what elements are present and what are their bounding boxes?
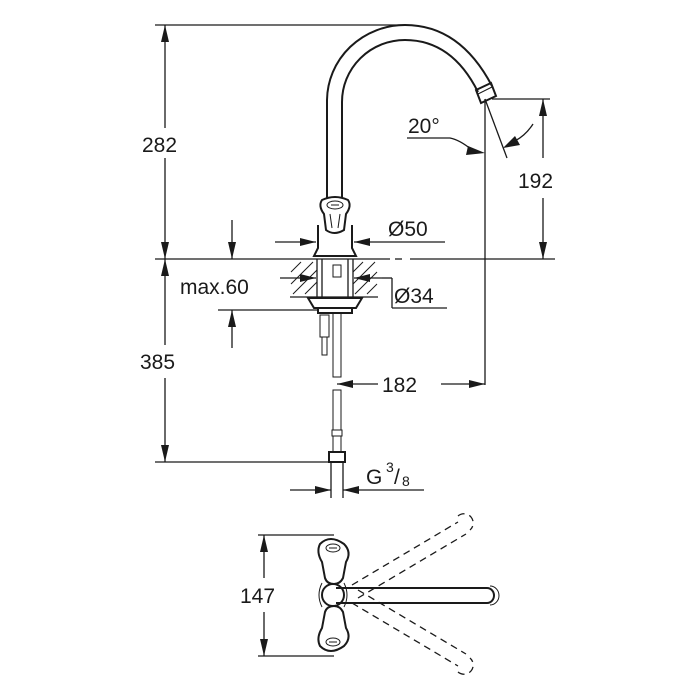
lever-handle xyxy=(319,196,351,234)
dim-body-diameter: Ø50 xyxy=(275,218,445,246)
mounting-assembly xyxy=(306,259,364,314)
dim-spout-reach: 182 xyxy=(337,374,485,397)
mixer-body xyxy=(312,225,358,257)
top-lever xyxy=(336,585,500,606)
dim-hole-diameter: Ø34 xyxy=(280,274,447,309)
countertop-section xyxy=(155,258,555,298)
dim-label-max60: max.60 xyxy=(180,276,249,299)
thread-slash: / xyxy=(394,466,400,489)
dim-label-thread-den: 8 xyxy=(402,473,410,489)
top-view: 147 xyxy=(240,513,500,675)
dim-label-thread-num: 3 xyxy=(386,459,394,475)
dim-label-147: 147 xyxy=(240,585,275,608)
dim-spout-height: 192 xyxy=(492,98,553,259)
dim-height-above-deck: 282 xyxy=(142,24,405,259)
dim-deck-thickness: max.60 xyxy=(180,220,318,348)
dim-label-182: 182 xyxy=(382,374,417,397)
dim-label-20deg: 20° xyxy=(408,115,440,138)
top-handles xyxy=(317,538,350,652)
dim-label-dia34: Ø34 xyxy=(394,285,434,308)
dim-label-thread: G xyxy=(366,466,382,489)
dim-label-dia50: Ø50 xyxy=(388,218,428,241)
dim-label-282: 282 xyxy=(142,134,177,157)
dim-height-below-deck: 385 xyxy=(140,259,330,463)
dim-label-192: 192 xyxy=(518,170,553,193)
dim-handle-width: 147 xyxy=(240,534,334,657)
dim-label-385: 385 xyxy=(140,351,175,374)
swivel-range xyxy=(351,513,474,675)
side-view: 282 max.60 385 Ø50 xyxy=(140,23,555,498)
supply-hose xyxy=(319,312,346,498)
dim-spout-angle: 20° xyxy=(407,98,534,385)
spout xyxy=(326,23,498,198)
dim-connection-thread: G 3 / 8 xyxy=(290,459,424,494)
